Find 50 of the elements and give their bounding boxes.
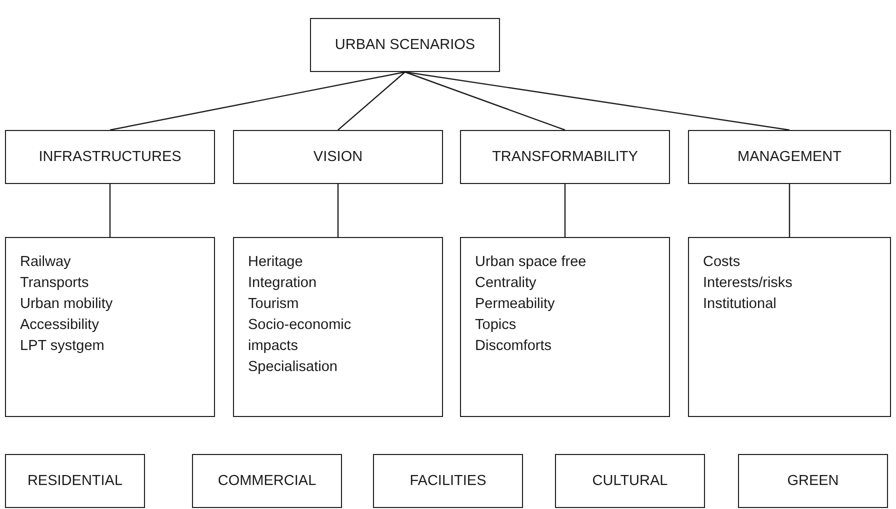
connector-line [404,71,566,131]
list-item: Centrality [475,274,538,293]
category-box [460,130,670,184]
category-label: TRANSFORMABILITY [492,149,638,165]
category-box [5,130,215,184]
connector-line [109,184,111,237]
list-item: Accessibility [20,316,100,335]
list-item: Tourism [248,295,300,314]
category-label: MANAGEMENT [738,149,842,165]
list-item: Urban mobility [20,295,114,314]
list-item: Discomforts [475,337,553,356]
category-box [233,130,443,184]
category-label: FACILITIES [410,473,486,489]
category-label: CULTURAL [592,473,668,489]
list-item: Costs [703,253,742,272]
list-item: Integration [248,274,318,293]
category-box [192,454,342,508]
list-item: Interests/risks [703,274,794,293]
category-box [555,454,705,508]
connector-line [564,184,566,237]
list-item: Permeability [475,295,556,314]
list-item: Topics [475,316,518,335]
connector-line [110,71,406,131]
category-box [738,454,888,508]
connector-line [338,72,406,130]
list-item: Heritage [248,253,304,272]
list-item: Socio-economic impacts [248,316,352,356]
category-label: URBAN SCENARIOS [334,37,476,53]
category-box [373,454,523,508]
connector-line [337,184,339,237]
list-item: Transports [20,274,90,293]
list-box [233,237,443,417]
connector-line [404,71,790,131]
list-box [5,237,215,417]
category-label: VISION [313,149,363,165]
category-label: INFRASTRUCTURES [38,149,182,165]
list-item: Railway [20,253,72,272]
connector-line [788,184,790,237]
list-item: Specialisation [248,358,338,377]
list-box [460,237,670,417]
category-box [688,130,891,184]
category-box [5,454,145,508]
category-label: GREEN [787,473,839,489]
category-label: RESIDENTIAL [27,473,123,489]
list-item: Institutional [703,295,778,314]
category-label: COMMERCIAL [218,473,316,489]
list-item: Urban space free [475,253,588,272]
category-box [310,18,500,72]
list-item: LPT systgem [20,337,106,356]
list-box [688,237,891,417]
